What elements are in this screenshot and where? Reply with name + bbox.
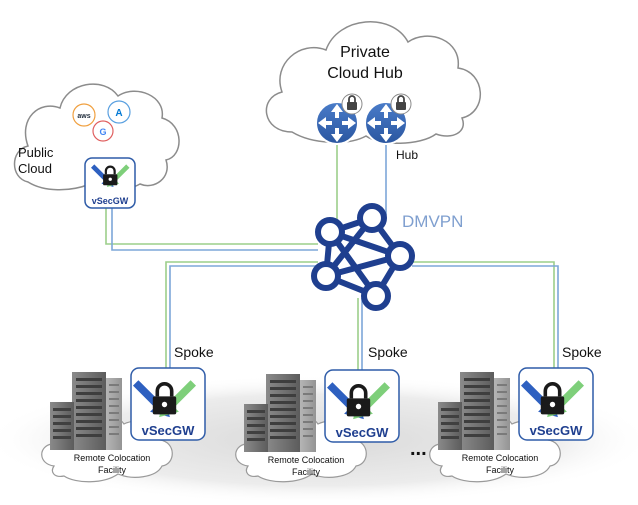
gcp-icon: G bbox=[92, 120, 114, 142]
spoke-label-2: Spoke bbox=[368, 344, 408, 360]
site-1-facility-line2: Facility bbox=[98, 465, 127, 475]
svg-text:A: A bbox=[115, 108, 122, 119]
hub-label: Hub bbox=[396, 148, 418, 162]
site-1-vsecgw-label: vSecGW bbox=[142, 423, 195, 438]
spoke-label-3: Spoke bbox=[562, 344, 602, 360]
connection-lines bbox=[105, 145, 559, 372]
lock-icon bbox=[390, 93, 412, 115]
hub-router-1[interactable] bbox=[315, 93, 363, 145]
public-vsecgw[interactable]: vSecGW bbox=[84, 157, 136, 209]
public-cloud-title-line1: Public bbox=[18, 145, 54, 160]
azure-icon: A bbox=[107, 100, 131, 124]
site-3-vsecgw[interactable]: vSecGW bbox=[518, 367, 594, 441]
building-icon bbox=[50, 372, 122, 450]
dmvpn-label: DMVPN bbox=[402, 212, 463, 231]
site-2-vsecgw[interactable]: vSecGW bbox=[324, 369, 400, 443]
site-2-vsecgw-label: vSecGW bbox=[336, 425, 389, 440]
more-sites-ellipsis: ... bbox=[410, 438, 427, 460]
site-2-facility-line1: Remote Colocation bbox=[268, 455, 345, 465]
router-arrows-icon bbox=[318, 104, 356, 142]
aws-icon: aws bbox=[72, 103, 96, 127]
site-2: vSecGW Remote Colocation Facility bbox=[235, 369, 400, 483]
site-3-vsecgw-label: vSecGW bbox=[530, 423, 583, 438]
svg-text:aws: aws bbox=[77, 113, 90, 120]
private-cloud-title-line2: Cloud Hub bbox=[327, 65, 403, 82]
site-1-facility-line1: Remote Colocation bbox=[74, 453, 151, 463]
site-3-facility-line2: Facility bbox=[486, 465, 515, 475]
site-2-facility-line2: Facility bbox=[292, 467, 321, 477]
site-3: vSecGW Remote Colocation Facility bbox=[429, 367, 594, 483]
site-1-vsecgw[interactable]: vSecGW bbox=[130, 367, 206, 441]
svg-text:G: G bbox=[99, 127, 106, 137]
public-vsecgw-label: vSecGW bbox=[92, 196, 129, 206]
site-3-facility-line1: Remote Colocation bbox=[462, 453, 539, 463]
lock-icon bbox=[341, 93, 363, 115]
spoke-label-1: Spoke bbox=[174, 344, 214, 360]
router-arrows-icon bbox=[367, 104, 405, 142]
private-cloud-title-line1: Private bbox=[340, 44, 390, 61]
public-cloud-title-line2: Cloud bbox=[18, 161, 52, 176]
dmvpn-nodes bbox=[311, 203, 415, 311]
site-1: vSecGW Remote Colocation Facility bbox=[41, 367, 206, 483]
hub-router-2[interactable] bbox=[364, 93, 412, 145]
